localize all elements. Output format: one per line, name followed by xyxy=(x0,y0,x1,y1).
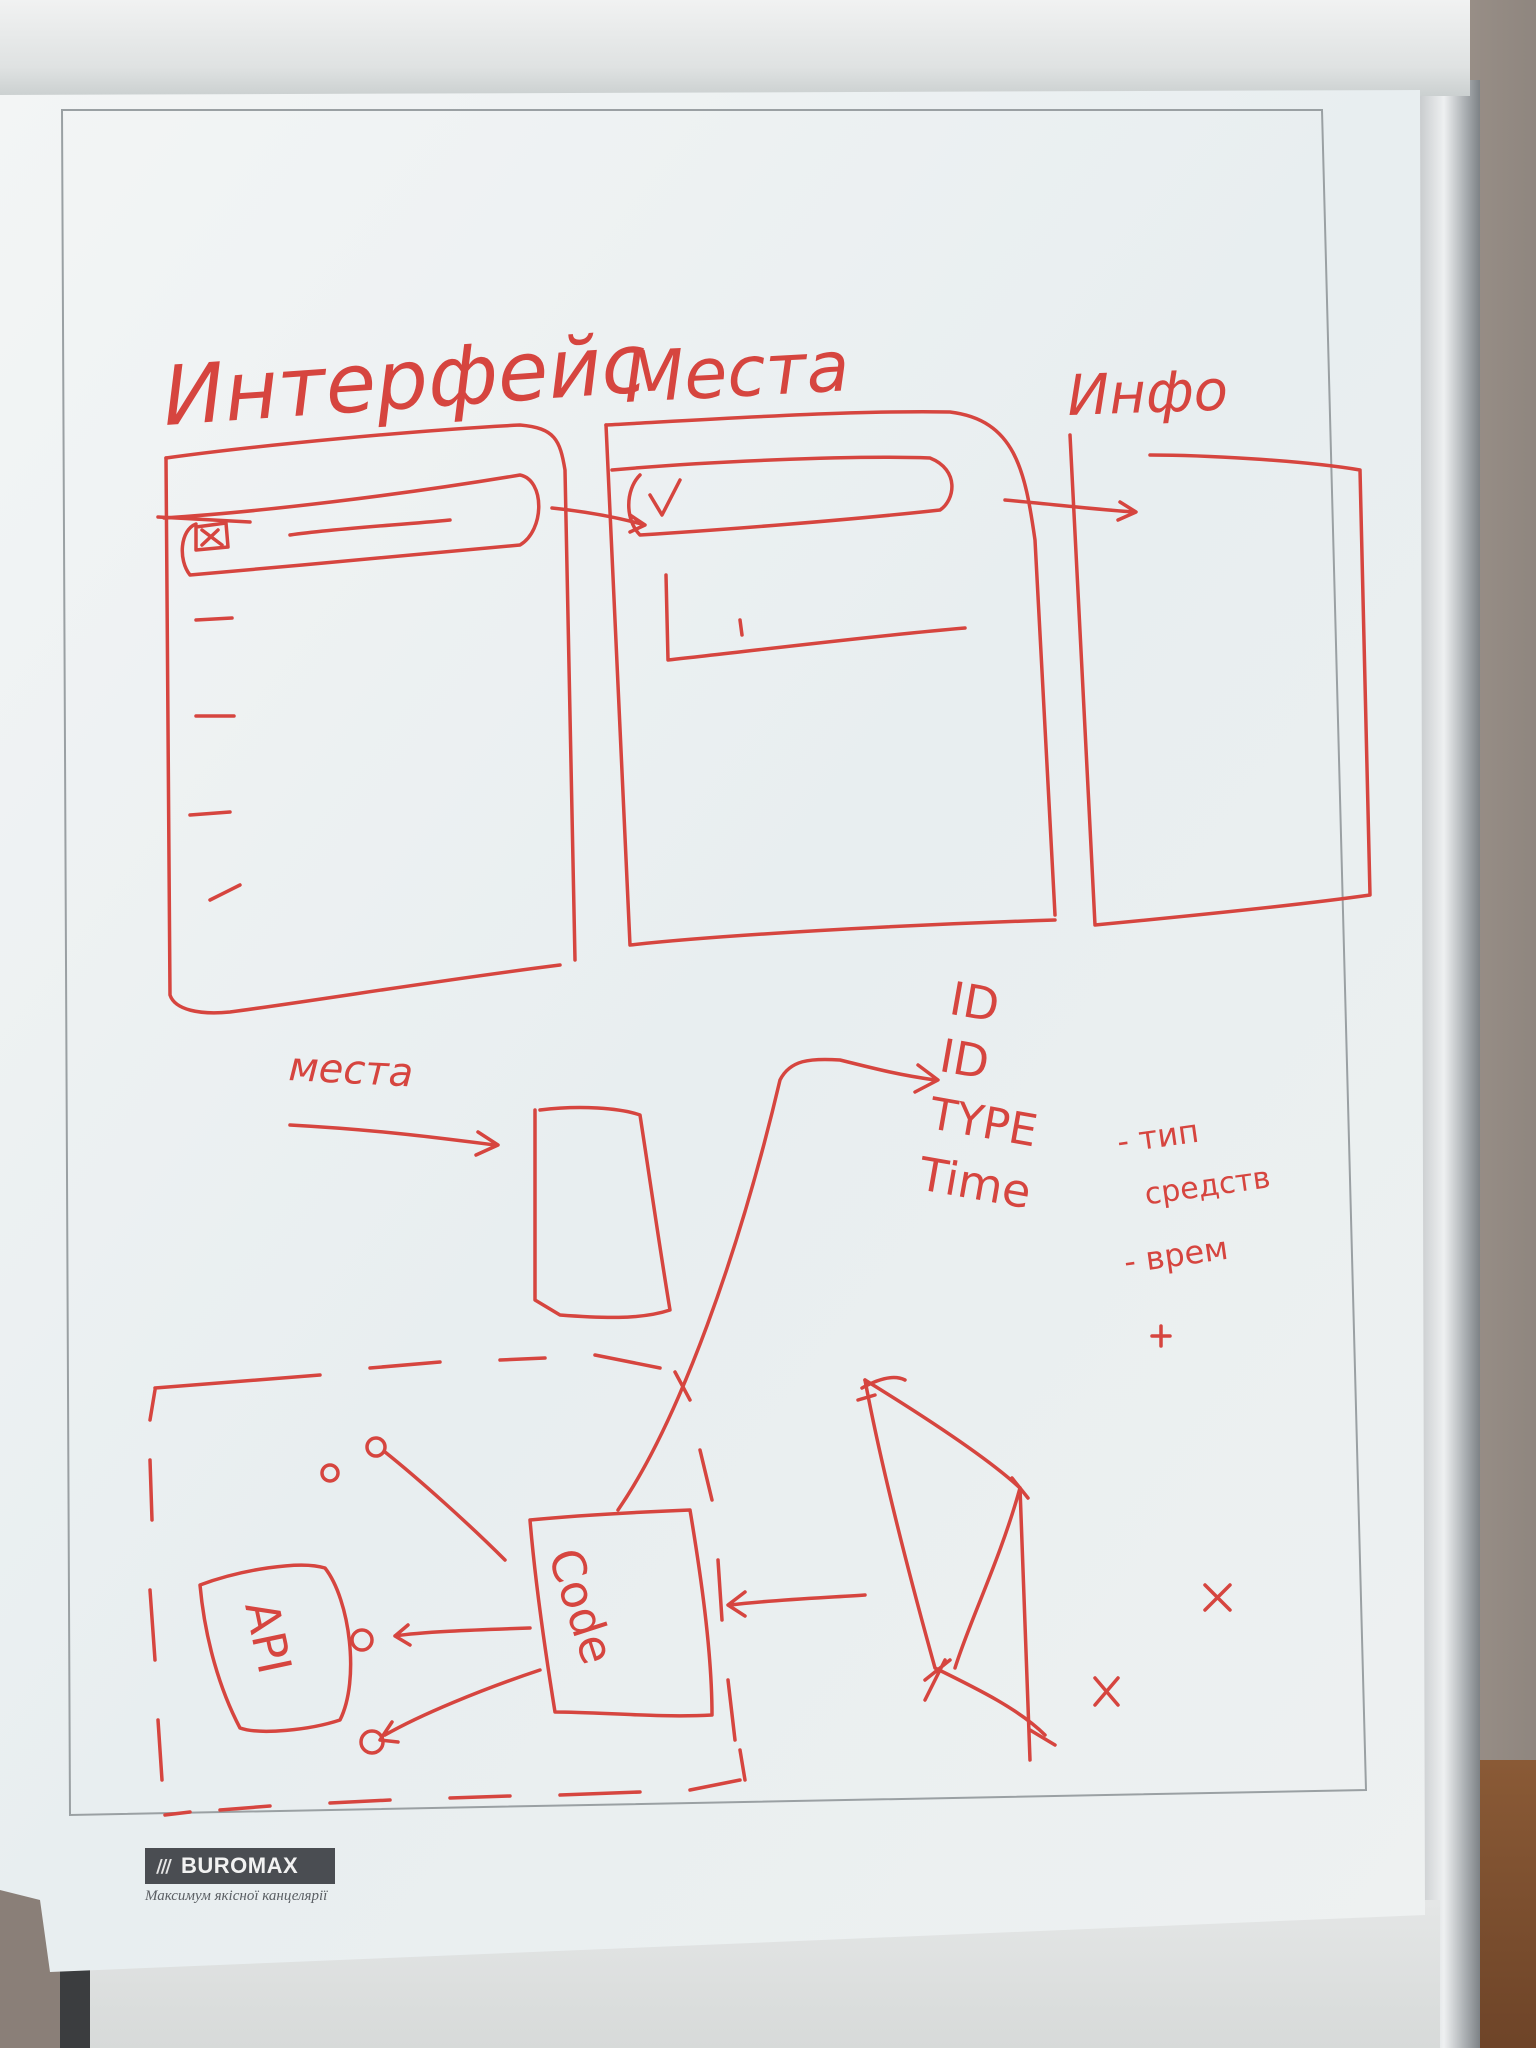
code-box xyxy=(528,1508,714,1718)
panel-interface-frame xyxy=(164,423,577,962)
api-box xyxy=(198,1563,353,1733)
logo-stripes-icon: /// xyxy=(156,1855,172,1877)
detail-box xyxy=(533,1105,672,1320)
panel-title-info: Инфо xyxy=(1066,358,1229,429)
buromax-logo: /// BUROMAX xyxy=(145,1848,335,1884)
graph-to-code-arrow xyxy=(726,1590,867,1618)
id-list-item: ID xyxy=(946,971,1004,1033)
panel-info-frame xyxy=(1068,433,1372,927)
board-frame xyxy=(1420,80,1480,2048)
paper-roll xyxy=(0,0,1470,96)
places-arrow xyxy=(288,1123,500,1157)
arrow-label: места xyxy=(287,1044,414,1096)
code-to-api-arrow xyxy=(393,1623,532,1647)
system-boundary xyxy=(148,1353,747,1817)
panel-places-frame xyxy=(604,409,1057,917)
panel-title-places: Места xyxy=(622,325,852,419)
printed-border xyxy=(60,109,1368,1817)
data-flow-arrow xyxy=(616,1057,940,1512)
brand-tagline: Максимум якісної канцелярії xyxy=(145,1888,328,1904)
cross-mark xyxy=(1203,1583,1232,1612)
id-list-item: ID xyxy=(936,1028,994,1090)
